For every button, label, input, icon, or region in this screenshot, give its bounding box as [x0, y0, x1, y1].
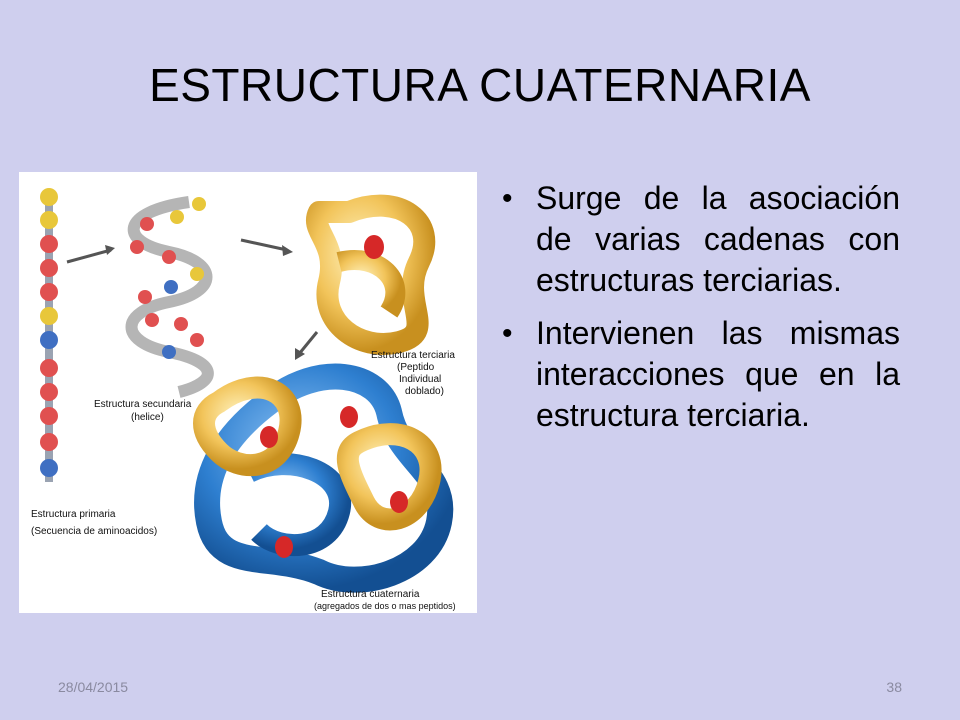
tertiary-label: Estructura terciaria [371, 350, 455, 361]
secondary-label: Estructura secundaria [94, 399, 192, 410]
tertiary-sub3: doblado) [405, 386, 444, 397]
primary-chain [40, 188, 58, 482]
primary-label: Estructura primaria [31, 509, 116, 520]
tertiary-sub1: (Peptido [397, 362, 435, 373]
quaternary-complex [193, 363, 454, 593]
bullet-dot-icon: • [502, 182, 513, 215]
primary-sub: (Secuencia de aminoacidos) [31, 526, 157, 537]
secondary-sub: (helice) [131, 412, 164, 423]
bullet-text: Intervienen las mismas interacciones que… [536, 315, 900, 433]
protein-structure-figure: Estructura primaria (Secuencia de aminoa… [19, 172, 477, 613]
bullet-item: • Surge de la asociación de varias caden… [500, 178, 900, 301]
slide-date: 28/04/2015 [58, 679, 129, 695]
tertiary-sub2: Individual [399, 374, 441, 385]
bullet-dot-icon: • [502, 317, 513, 350]
tertiary-peptide [306, 194, 436, 355]
bullet-text: Surge de la asociación de varias cadenas… [536, 180, 900, 298]
bullet-item: • Intervienen las mismas interacciones q… [500, 313, 900, 436]
slide-number: 38 [886, 679, 902, 695]
quaternary-label: Estructura cuaternaria [321, 589, 420, 600]
slide-title: ESTRUCTURA CUATERNARIA [149, 59, 811, 111]
protein-structure-illustration: Estructura primaria (Secuencia de aminoa… [31, 188, 456, 611]
secondary-helix [125, 196, 214, 398]
bullet-list: • Surge de la asociación de varias caden… [500, 178, 900, 448]
quaternary-sub: (agregados de dos o mas peptidos) [314, 601, 456, 611]
